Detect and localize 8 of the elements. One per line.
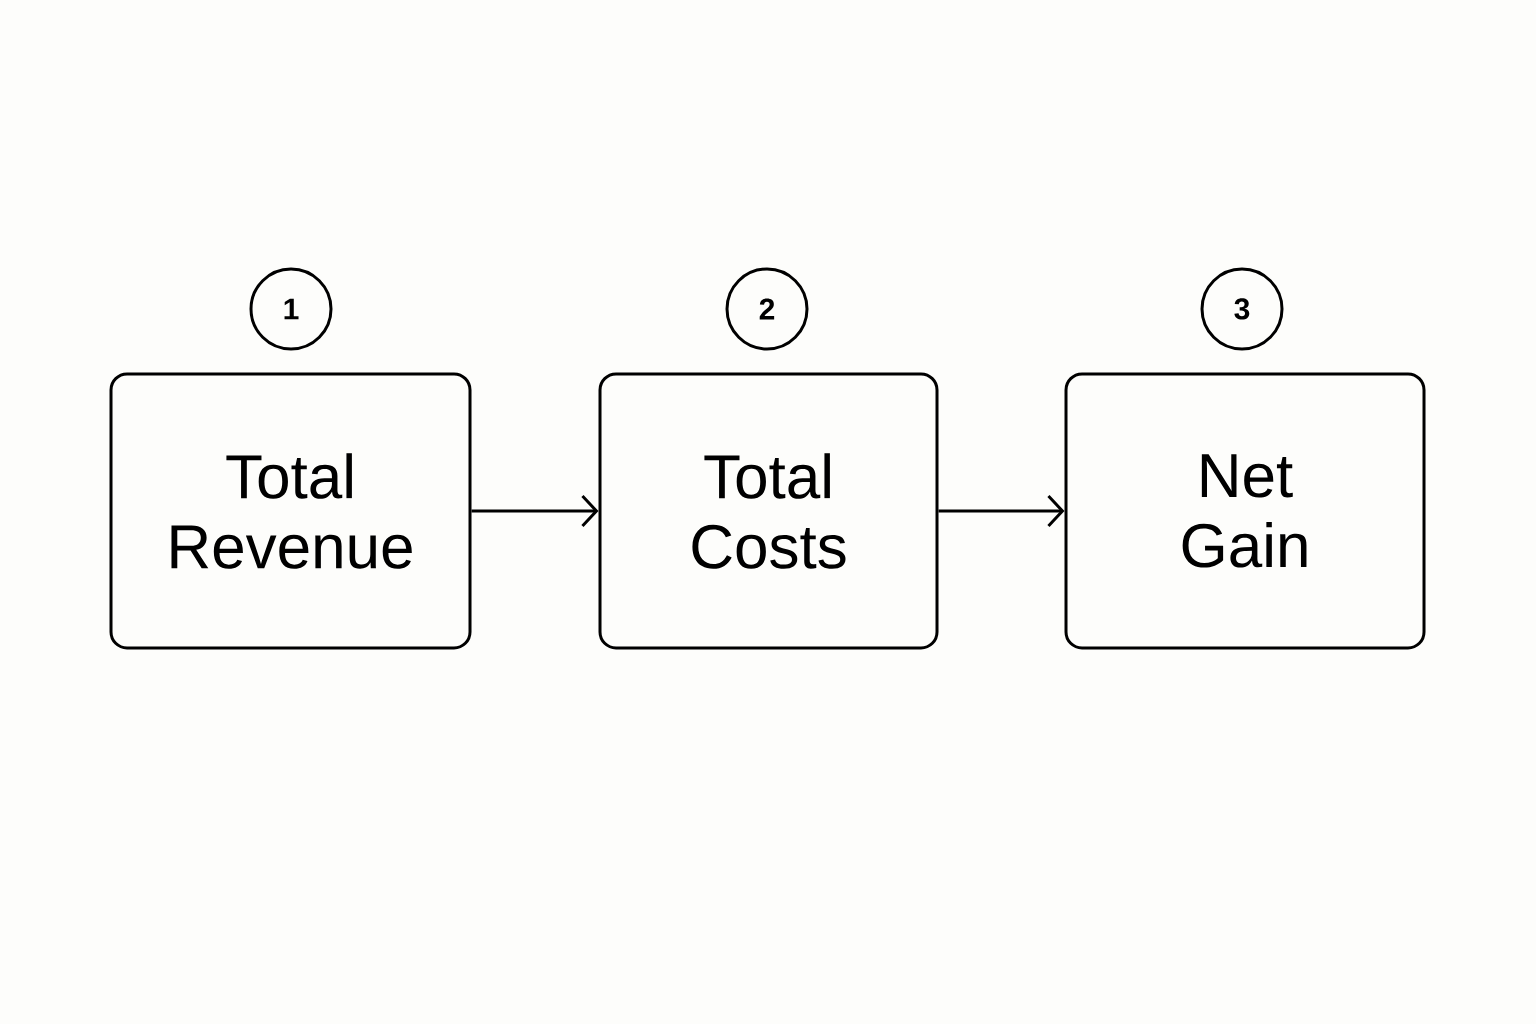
process-box: Total Costs [598,372,939,650]
process-box: Net Gain [1064,372,1426,650]
step-number: 3 [1200,267,1284,351]
arrow [938,494,1065,527]
step-number: 1 [249,267,333,351]
arrow [471,494,599,527]
step-number: 2 [725,267,809,351]
process-box: Total Revenue [109,372,472,650]
